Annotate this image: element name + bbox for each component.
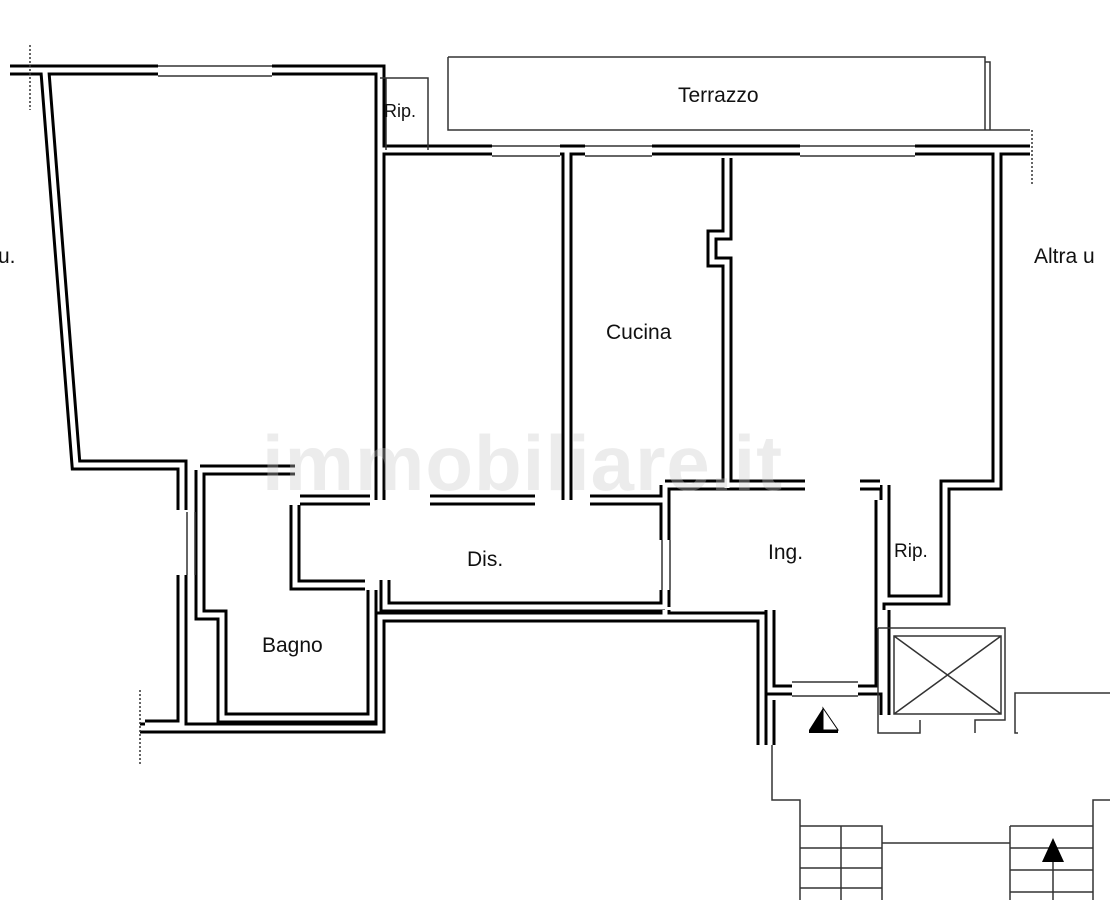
north-arrow-icon: [809, 706, 839, 733]
thin-lines: [29, 45, 1110, 900]
watermark: immobiliare.it: [262, 419, 784, 507]
label-neighbor-left: u.: [0, 245, 16, 268]
walls: [10, 64, 1030, 745]
label-storage-top: Rip.: [384, 101, 417, 121]
label-hall: Dis.: [467, 548, 504, 571]
label-bathroom: Bagno: [262, 634, 323, 657]
label-neighbor-right: Altra u: [1034, 245, 1095, 268]
stair-up-arrow-icon: [1042, 838, 1064, 862]
label-storage-right: Rip.: [894, 541, 928, 562]
label-terrace: Terrazzo: [678, 84, 759, 107]
label-kitchen: Cucina: [606, 321, 672, 344]
label-entrance: Ing.: [768, 541, 804, 564]
